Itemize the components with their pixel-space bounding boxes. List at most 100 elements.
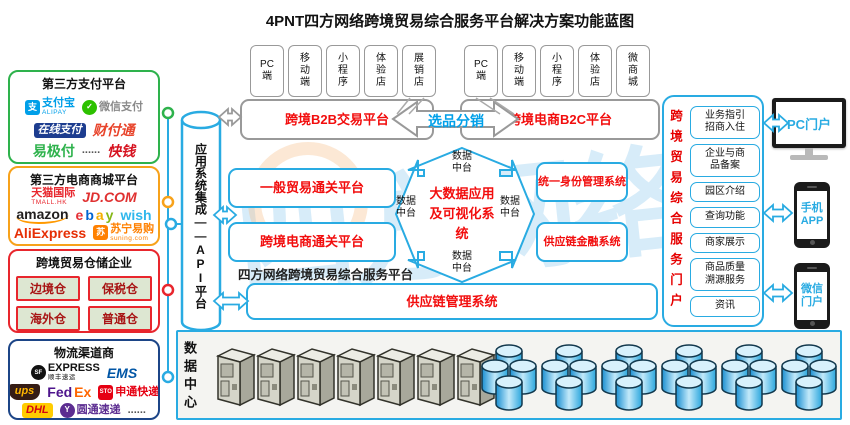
- scm-system-box: 供应链管理系统: [246, 283, 658, 320]
- channel-box: 体验店: [364, 45, 398, 97]
- brand-logo: AliExpress: [13, 224, 87, 241]
- ecom-customs-box: 跨境电商通关平台: [228, 222, 396, 262]
- data-bus-label-bottom: 数据中台: [452, 251, 472, 274]
- connector-dot: [164, 217, 178, 231]
- panel-title: 物流渠道商: [53, 346, 114, 360]
- double-arrow: [217, 106, 243, 128]
- api-platform-label: 应用系统集成——API平台: [193, 143, 208, 309]
- channel-box: 移动端: [502, 45, 536, 97]
- portal-item: 商品质量溯源服务: [690, 258, 760, 291]
- server-icon: [374, 344, 418, 413]
- logo-row: 在线支付财付通: [10, 122, 158, 139]
- double-arrow: [762, 202, 794, 224]
- channel-box: 展销店: [402, 45, 436, 97]
- database-cluster-icon: [600, 343, 658, 418]
- portal-item: 企业与商品备案: [690, 143, 760, 177]
- brand-icon: 苏: [93, 225, 109, 241]
- portal-item: 查询功能: [690, 207, 760, 228]
- device-label: PC门户: [776, 102, 842, 144]
- portal-item: 业务指引招商入住: [690, 105, 760, 139]
- portal-item: 资讯: [690, 296, 760, 317]
- channel-box: 移动端: [288, 45, 322, 97]
- selection-distribution-label: 选品分销: [428, 113, 484, 129]
- brand-logo: EMS: [106, 364, 138, 381]
- brand-icon: SF: [30, 365, 46, 381]
- brand-logo: ✓微信支付: [82, 99, 143, 115]
- portal-item: 园区介绍: [690, 181, 760, 202]
- server-icon: [254, 344, 298, 413]
- ecom-customs-label: 跨境电商通关平台: [259, 234, 364, 249]
- warehouse-grid: 边境仓保税仓海外仓普通仓: [10, 276, 158, 331]
- phone-icon: 微信门户: [794, 263, 830, 329]
- identity-system-label: 统一身份管理系统: [538, 176, 626, 188]
- connector-dot: [161, 195, 175, 209]
- data-bus-label-left: 数据中台: [396, 196, 416, 219]
- brand-logo: 易极付: [32, 142, 75, 159]
- monitor-base: [790, 155, 828, 160]
- warehouse-box: 普通仓: [88, 306, 152, 331]
- connector-dot: [161, 370, 175, 384]
- general-customs-label: 一般贸易通关平台: [259, 180, 364, 195]
- brand-icon: 支: [25, 99, 40, 115]
- brand-icon: STO: [98, 384, 114, 400]
- brand-logo: ......: [127, 403, 146, 416]
- identity-system-box: 统一身份管理系统: [536, 162, 628, 202]
- warehouse-box: 海外仓: [16, 306, 80, 331]
- panel-title: 跨境贸易仓储企业: [35, 256, 132, 270]
- portal-item: 商家展示: [690, 232, 760, 253]
- database-cluster-icon: [780, 343, 838, 418]
- brand-logo: ups: [10, 384, 41, 401]
- database-cluster-icon: [540, 343, 598, 418]
- brand-icon: Y: [59, 402, 75, 418]
- database-cluster-icon: [480, 343, 538, 418]
- channel-box: 小程序: [540, 45, 574, 97]
- brand-logo: 快钱: [107, 142, 136, 159]
- server-icon: [294, 344, 338, 413]
- server-icon: [214, 344, 258, 413]
- data-center-label: 数据中心: [182, 341, 197, 413]
- b2b-platform-box: 跨境B2B交易平台: [240, 99, 434, 140]
- logo-row: 易极付...... 快钱: [10, 144, 158, 158]
- brand-logo: amazon: [16, 205, 69, 224]
- data-bus-label-right: 数据中台: [500, 196, 520, 219]
- brand-logo: ......: [81, 144, 101, 157]
- brand-logo: DHL: [22, 402, 53, 418]
- server-icon: [414, 344, 458, 413]
- double-arrow: [762, 282, 794, 304]
- connector-dot: [161, 106, 175, 120]
- portal-item-list: 业务指引招商入住企业与商品备案园区介绍查询功能商家展示商品质量溯源服务资讯: [690, 101, 760, 321]
- channel-box: 小程序: [326, 45, 360, 97]
- database-cluster-icon: [660, 343, 718, 418]
- brand-logo: 财付通: [92, 122, 135, 139]
- b2b-platform-label: 跨境B2B交易平台: [284, 112, 389, 127]
- brand-icon: ✓: [82, 99, 97, 115]
- database-cluster-icon: [720, 343, 778, 418]
- brand-logo: JD.COM: [82, 189, 137, 206]
- brand-logo: ......: [75, 242, 93, 245]
- pc-monitor-icon: PC门户: [772, 98, 846, 148]
- b2c-platform-label: 跨境电商B2C平台: [507, 112, 612, 127]
- scf-system-label: 供应链金融系统: [543, 236, 621, 248]
- server-icon: [334, 344, 378, 413]
- monitor-stand: [805, 148, 813, 155]
- channel-box: 体验店: [578, 45, 612, 97]
